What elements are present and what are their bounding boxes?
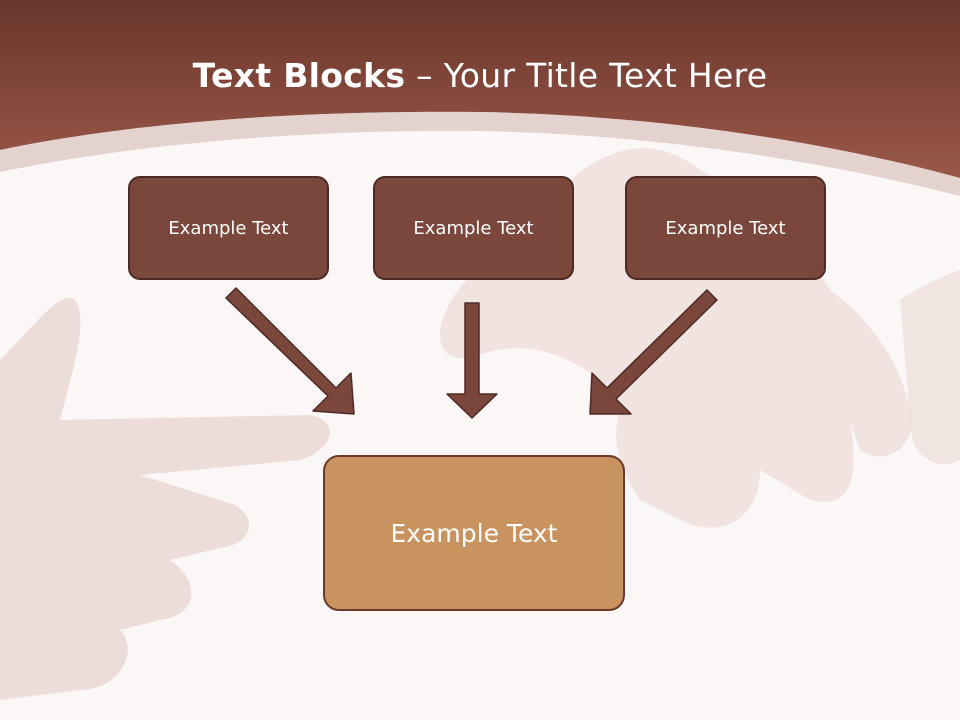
slide-title: Text Blocks – Your Title Text Here [0,56,960,95]
main-text-block: Example Text [323,455,625,611]
text-block-3: Example Text [625,176,826,280]
text-block-2: Example Text [373,176,574,280]
title-rest: – Your Title Text Here [405,56,768,95]
header-swoosh [0,111,960,196]
arrow-left-diagonal [225,287,355,415]
arrow-right-diagonal [589,289,718,415]
title-bold: Text Blocks [192,56,406,95]
text-block-1: Example Text [128,176,329,280]
header-band [0,0,960,178]
arrow-center-down [446,302,498,419]
